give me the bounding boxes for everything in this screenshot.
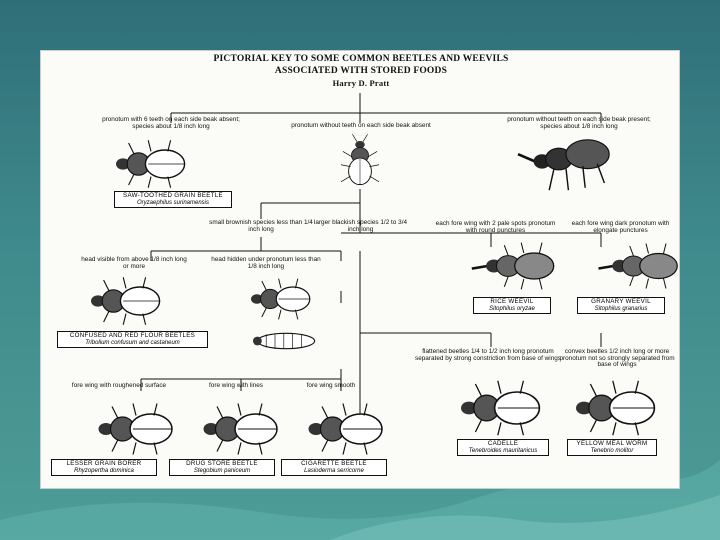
lesser-grain-borer-illustration — [97, 402, 173, 456]
key-branches — [140, 93, 602, 416]
couplet-3: pronotum without teeth on each side beak… — [507, 116, 651, 130]
mealworm-beetle-illustration — [575, 379, 656, 437]
couplet-8: head visible from above 1/8 inch long or… — [81, 256, 187, 270]
key-author: Harry D. Pratt — [332, 78, 390, 88]
key-diagram — [90, 93, 679, 456]
key-title-line1: PICTORIAL KEY TO SOME COMMON BEETLES AND… — [213, 54, 509, 64]
label-lesser-grain-borer: LESSER GRAIN BORER Rhyzopertha dominica — [51, 459, 157, 477]
sawtoothed-beetle-illustration — [115, 139, 186, 189]
couplet-7: each fore wing dark pronotum with elonga… — [571, 220, 670, 234]
key-title-line2: ASSOCIATED WITH STORED FOODS — [274, 66, 448, 76]
label-sawtoothed-grain-beetle: SAW-TOOTHED GRAIN BEETLE Oryzaephilus su… — [114, 191, 232, 209]
couplet-10: flattened beetles 1/4 to 1/2 inch long p… — [415, 348, 561, 362]
couplet-14: fore wing smooth — [306, 382, 356, 389]
couplet-2: pronotum without teeth on each side beak… — [291, 122, 431, 129]
drug-store-beetle-illustration — [202, 402, 278, 456]
small-beetle-illustration — [250, 278, 311, 320]
couplet-9: head hidden under pronotum less than 1/8… — [211, 256, 321, 270]
larva-illustration — [252, 332, 316, 350]
label-cadelle: CADELLE Tenebroides mauritanicus — [457, 439, 549, 457]
key-document: PICTORIAL KEY TO SOME COMMON BEETLES AND… — [40, 50, 680, 489]
label-drug-store-beetle: DRUG STORE BEETLE Stegobium paniceum — [169, 459, 275, 477]
rice-weevil-illustration — [470, 241, 556, 291]
label-rice-weevil: RICE WEEVIL Sitophilus oryzae — [473, 297, 551, 315]
couplet-4: small brownish species less than 1/4 inc… — [209, 219, 313, 233]
label-cigarette-beetle: CIGARETTE BEETLE Lasioderma serricorne — [281, 459, 387, 477]
label-yellow-meal-worm: YELLOW MEAL WORM Tenebrio molitor — [567, 439, 657, 457]
flour-beetle-top-illustration — [340, 133, 380, 186]
cigarette-beetle-illustration — [307, 402, 383, 456]
granary-weevil-illustration — [597, 242, 679, 290]
wave-decoration — [0, 460, 720, 540]
confused-flour-beetle-illustration — [90, 276, 161, 326]
couplet-1: pronotum with 6 teeth on each side beak … — [102, 116, 240, 130]
couplet-6: each fore wing with 2 pale spots pronotu… — [435, 220, 556, 234]
weevil-side-illustration — [516, 138, 611, 192]
couplet-5: larger blackish species 1/2 to 3/4 inch … — [313, 219, 408, 233]
label-granary-weevil: GRANARY WEEVIL Sitophilus granarius — [577, 297, 665, 315]
couplet-13: fore wing with lines — [209, 382, 263, 389]
label-flour-beetles: CONFUSED AND RED FLOUR BEETLES Tribolium… — [57, 331, 208, 349]
couplet-12: fore wing with roughened surface — [71, 382, 167, 389]
cadelle-illustration — [460, 379, 541, 437]
couplet-11: convex beetles 1/2 inch long or more pro… — [559, 348, 675, 369]
